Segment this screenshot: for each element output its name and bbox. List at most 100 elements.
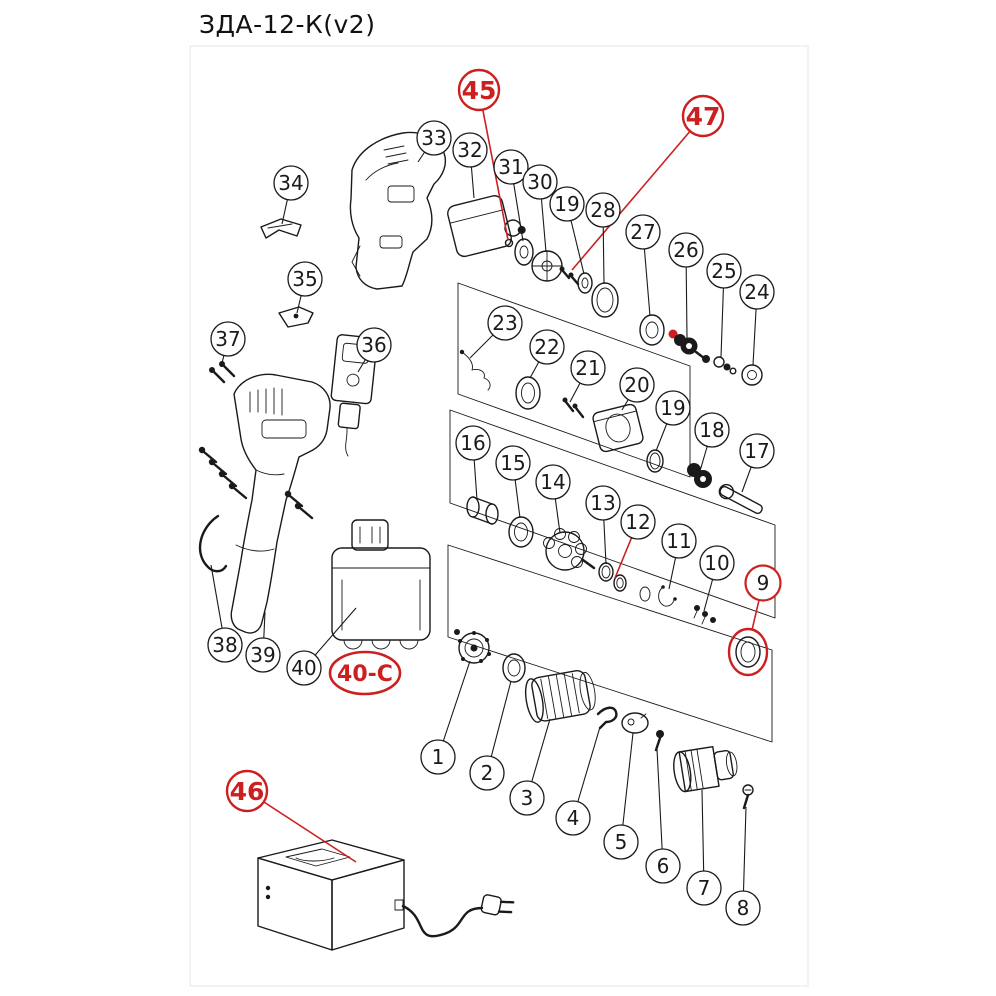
svg-text:26: 26 bbox=[673, 238, 698, 262]
part-3-collar bbox=[524, 670, 596, 723]
svg-text:6: 6 bbox=[657, 854, 670, 878]
svg-text:40-C: 40-C bbox=[337, 662, 393, 687]
part-balloon-37: 37 bbox=[210, 321, 246, 357]
leader-line-5 bbox=[620, 732, 634, 843]
parts-row-gearbox bbox=[459, 349, 763, 515]
svg-text:18: 18 bbox=[699, 418, 724, 442]
part-balloon-19: 19 bbox=[549, 186, 585, 222]
svg-text:4: 4 bbox=[567, 806, 580, 830]
svg-text:40: 40 bbox=[291, 656, 316, 680]
part-balloon-26: 26 bbox=[668, 232, 704, 268]
part-balloon-17: 17 bbox=[739, 433, 775, 469]
part-balloon-5: 5 bbox=[603, 824, 639, 860]
svg-text:17: 17 bbox=[744, 439, 769, 463]
part-5-plate bbox=[621, 712, 649, 734]
svg-text:9: 9 bbox=[757, 571, 770, 595]
drill-upper-housing bbox=[349, 131, 447, 290]
part-balloon-2: 2 bbox=[469, 755, 505, 791]
part-balloon-11: 11 bbox=[661, 523, 697, 559]
part-balloon-7: 7 bbox=[686, 870, 722, 906]
part-45-screw bbox=[504, 238, 514, 248]
svg-text:27: 27 bbox=[630, 220, 655, 244]
leader-line-6 bbox=[656, 748, 664, 867]
part-34-clip bbox=[260, 218, 302, 239]
svg-text:10: 10 bbox=[704, 551, 729, 575]
svg-text:19: 19 bbox=[554, 192, 579, 216]
svg-text:13: 13 bbox=[590, 491, 615, 515]
part-balloon-22: 22 bbox=[529, 329, 565, 365]
part-balloon-21: 21 bbox=[570, 350, 606, 386]
page-edge bbox=[189, 45, 809, 987]
svg-text:2: 2 bbox=[481, 761, 494, 785]
leader-line-47 bbox=[571, 115, 704, 271]
part-6-screw bbox=[654, 730, 664, 752]
svg-text:20: 20 bbox=[624, 373, 649, 397]
svg-text:25: 25 bbox=[711, 259, 736, 283]
group-box-3 bbox=[447, 544, 773, 743]
part-balloon-10: 10 bbox=[699, 545, 735, 581]
part-balloon-35: 35 bbox=[287, 261, 323, 297]
part-balloon-39: 39 bbox=[245, 637, 281, 673]
part-balloon-14: 14 bbox=[535, 464, 571, 500]
power-plug bbox=[480, 894, 515, 916]
svg-text:45: 45 bbox=[462, 76, 497, 105]
svg-text:22: 22 bbox=[534, 335, 559, 359]
svg-text:36: 36 bbox=[361, 333, 386, 357]
svg-text:33: 33 bbox=[421, 126, 446, 150]
highlighted-part-47 bbox=[668, 329, 678, 339]
svg-text:3: 3 bbox=[521, 786, 534, 810]
svg-text:7: 7 bbox=[698, 876, 711, 900]
svg-text:31: 31 bbox=[498, 155, 523, 179]
part-balloon-34: 34 bbox=[273, 165, 309, 201]
diagram-title: ЗДА-12-К(v2) bbox=[199, 10, 376, 39]
part-balloon-9: 9 bbox=[744, 564, 782, 602]
svg-text:15: 15 bbox=[500, 451, 525, 475]
svg-text:23: 23 bbox=[492, 311, 517, 335]
svg-text:24: 24 bbox=[744, 280, 769, 304]
part-balloon-27: 27 bbox=[625, 214, 661, 250]
part-7-chuck bbox=[673, 745, 738, 793]
drill-lower-body bbox=[230, 373, 331, 634]
part-40-battery bbox=[331, 519, 431, 650]
part-4-lever bbox=[596, 706, 618, 730]
part-balloon-19: 19 bbox=[655, 390, 691, 426]
part-14-clutch bbox=[543, 528, 596, 571]
part-balloon-36: 36 bbox=[356, 327, 392, 363]
part-8-screw bbox=[742, 784, 754, 810]
svg-text:34: 34 bbox=[278, 171, 303, 195]
part-balloon-46: 46 bbox=[225, 769, 269, 813]
svg-text:11: 11 bbox=[666, 529, 691, 553]
part-balloon-40-C: 40-C bbox=[328, 650, 402, 696]
part-balloon-31: 31 bbox=[493, 149, 529, 185]
svg-text:30: 30 bbox=[527, 170, 552, 194]
part-balloon-47: 47 bbox=[681, 94, 725, 138]
part-38-cable bbox=[198, 514, 228, 573]
group-box-2 bbox=[449, 409, 776, 619]
part-balloon-24: 24 bbox=[739, 274, 775, 310]
svg-text:32: 32 bbox=[457, 138, 482, 162]
part-balloon-6: 6 bbox=[645, 848, 681, 884]
part-balloon-4: 4 bbox=[555, 800, 591, 836]
svg-text:21: 21 bbox=[575, 356, 600, 380]
part-balloon-30: 30 bbox=[522, 164, 558, 200]
part-balloon-25: 25 bbox=[706, 253, 742, 289]
part-17-shaft bbox=[718, 483, 763, 515]
leader-line-46 bbox=[246, 790, 357, 863]
part-balloon-16: 16 bbox=[455, 425, 491, 461]
svg-text:28: 28 bbox=[590, 198, 615, 222]
part-balloon-40: 40 bbox=[286, 650, 322, 686]
part-balloon-18: 18 bbox=[694, 412, 730, 448]
svg-text:35: 35 bbox=[292, 267, 317, 291]
part-46-charger bbox=[257, 839, 515, 951]
part-9-highlight bbox=[727, 627, 769, 677]
part-balloon-33: 33 bbox=[416, 120, 452, 156]
part-balloon-13: 13 bbox=[585, 485, 621, 521]
svg-text:38: 38 bbox=[212, 633, 237, 657]
part-balloon-12: 12 bbox=[620, 504, 656, 540]
part-1-gear bbox=[454, 629, 491, 664]
group-box-1 bbox=[457, 282, 691, 478]
part-balloon-23: 23 bbox=[487, 305, 523, 341]
